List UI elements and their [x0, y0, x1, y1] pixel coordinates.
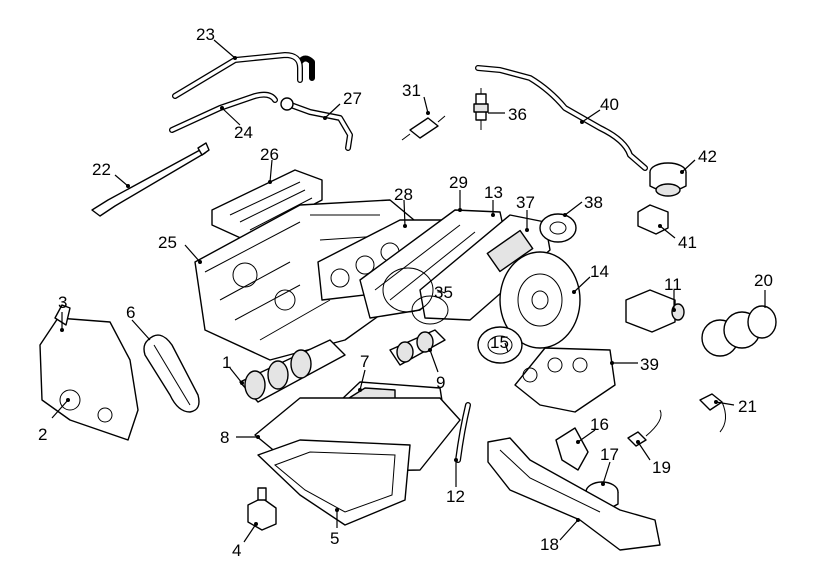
callout-16: 16: [590, 415, 609, 434]
callout-38: 38: [584, 193, 603, 212]
part-11-actuator: [625, 289, 685, 333]
callout-26: 26: [260, 145, 279, 164]
part-40-pipe: [475, 65, 648, 171]
callout-22: 22: [92, 160, 111, 179]
callout-15: 15: [490, 333, 509, 352]
callout-18: 18: [540, 535, 559, 554]
callout-42: 42: [698, 147, 717, 166]
callout-37: 37: [516, 193, 535, 212]
part-21-sensor: [699, 393, 726, 433]
part-31-sensor: [401, 115, 446, 141]
part-35-gasket: [382, 267, 449, 325]
callout-39: 39: [640, 355, 659, 374]
part-24-tube: [169, 91, 278, 133]
part-36-spark-plug: [473, 88, 489, 130]
callout-9: 9: [436, 373, 445, 392]
callout-23: 23: [196, 25, 215, 44]
callout-20: 20: [754, 271, 773, 290]
callout-35: 35: [434, 283, 453, 302]
leader-lines: [51, 39, 766, 543]
part-20-filter: [701, 305, 777, 357]
part-18-crossmember: [487, 437, 661, 551]
callout-11: 11: [664, 275, 682, 294]
part-39-manifold: [514, 347, 616, 413]
callout-1: 1: [222, 353, 231, 372]
part-2-timing-cover: [39, 304, 139, 441]
callout-17: 17: [600, 445, 619, 464]
callout-3: 3: [58, 293, 67, 312]
callout-12: 12: [446, 487, 465, 506]
part-4-sensor: [247, 487, 277, 531]
callout-5: 5: [330, 529, 339, 548]
part-9-camshaft: [389, 329, 446, 366]
callout-6: 6: [126, 303, 135, 322]
part-42-valve: [649, 162, 687, 197]
part-22-dipstick: [91, 142, 210, 217]
callout-labels: 23 24 27 22 31 36 40 42 41 26 25 28 29 1…: [38, 25, 773, 560]
callout-25: 25: [158, 233, 177, 252]
part-16-bracket: [555, 427, 589, 471]
part-1-crankshaft: [239, 339, 346, 403]
callout-21: 21: [738, 397, 757, 416]
callout-7: 7: [360, 352, 369, 371]
part-5-pan-lower: [257, 439, 411, 526]
part-15-seal: [477, 326, 523, 364]
part-41-bracket: [637, 204, 669, 235]
callout-29: 29: [449, 173, 468, 192]
part-23-tube: [172, 52, 315, 99]
part-27-hose: [280, 97, 353, 151]
callout-27: 27: [343, 89, 362, 108]
part-38-pulley: [539, 213, 577, 243]
part-26-cover: [211, 169, 323, 241]
callout-2: 2: [38, 425, 47, 444]
callout-13: 13: [484, 183, 503, 202]
part-37-cam-cover: [419, 214, 551, 321]
part-12-tube: [455, 402, 471, 463]
callout-4: 4: [232, 541, 241, 560]
callout-24: 24: [234, 123, 253, 142]
callout-28: 28: [394, 185, 413, 204]
callout-36: 36: [508, 105, 527, 124]
callout-31: 31: [402, 81, 421, 100]
callout-8: 8: [220, 428, 229, 447]
callout-40: 40: [600, 95, 619, 114]
callout-14: 14: [590, 262, 609, 281]
part-19-sensor: [627, 409, 662, 447]
callout-19: 19: [652, 458, 671, 477]
part-6-timing-belt: [143, 334, 200, 413]
callout-41: 41: [678, 233, 697, 252]
part-14-flywheel: [499, 251, 581, 349]
